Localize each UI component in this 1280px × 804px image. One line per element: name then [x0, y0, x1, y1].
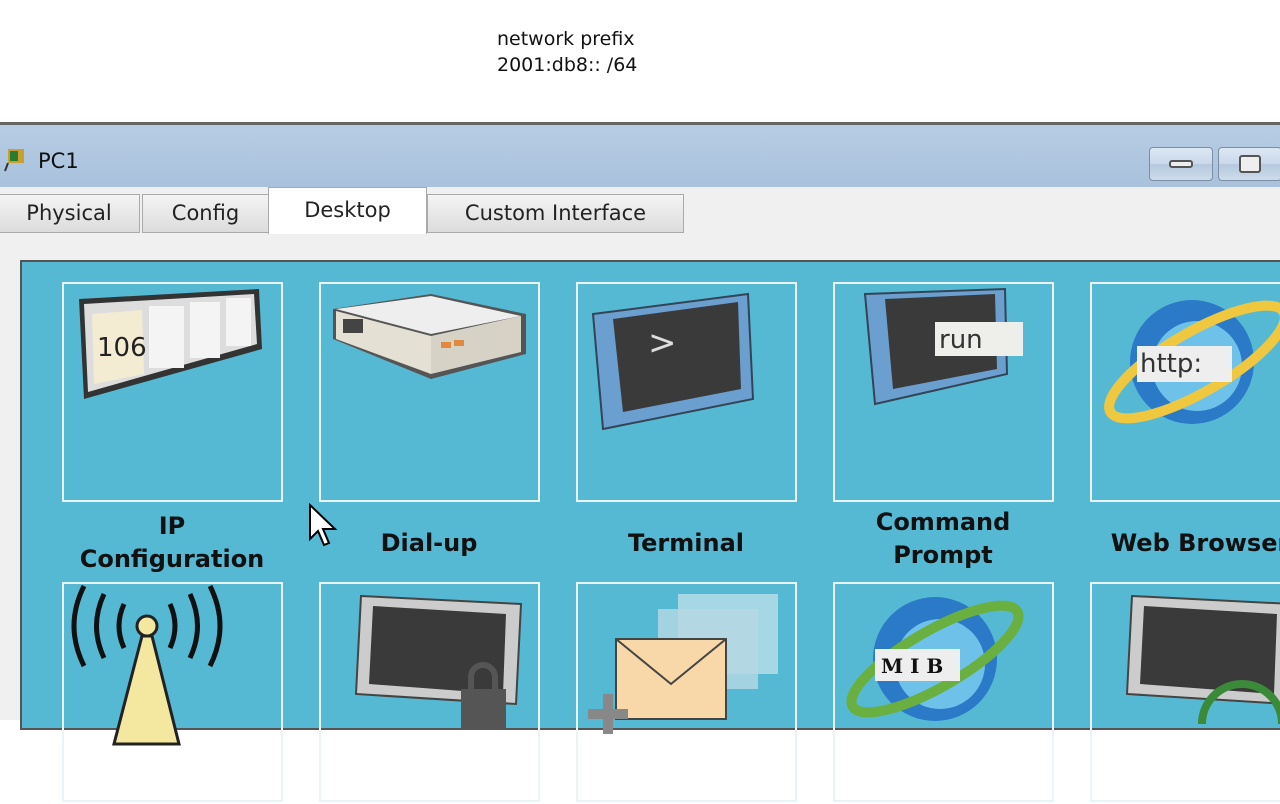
- annotation-line-2: 2001:db8:: /64: [497, 54, 638, 76]
- minimize-button[interactable]: [1149, 147, 1213, 181]
- svg-text:106: 106: [97, 333, 147, 363]
- mouse-cursor-icon: [309, 503, 338, 547]
- app-monitor-headset[interactable]: [1090, 582, 1280, 802]
- label-web-browser[interactable]: Web Browser: [1110, 529, 1280, 557]
- terminal-icon: >: [591, 292, 755, 431]
- label-ip-configuration[interactable]: IP Configuration: [79, 512, 265, 573]
- label-terminal[interactable]: Terminal: [627, 529, 745, 557]
- web-browser-icon: http:: [1104, 300, 1280, 424]
- app-mib-browser[interactable]: M I B: [833, 582, 1054, 802]
- app-command-prompt[interactable]: run: [833, 282, 1054, 502]
- annotation-text: network prefix 2001:db8:: /64: [497, 26, 637, 78]
- pc1-window: PC1 Physical Config Desktop Custom Inter…: [0, 122, 1280, 802]
- tab-config[interactable]: Config: [142, 194, 269, 233]
- monitor-headset-icon: [1125, 594, 1280, 725]
- tab-bar: Physical Config Desktop Custom Interface: [0, 187, 1280, 234]
- desktop-panel: 106 > run http: IP Configuration Dial-up…: [20, 260, 1280, 802]
- tab-custom-interface[interactable]: Custom Interface: [427, 194, 684, 233]
- label-dial-up[interactable]: Dial-up: [380, 529, 478, 557]
- app-dial-up[interactable]: [319, 282, 540, 502]
- app-wireless[interactable]: [62, 582, 283, 802]
- command-prompt-icon: run: [863, 287, 1023, 406]
- label-command-prompt[interactable]: Command Prompt: [875, 508, 1011, 569]
- svg-text:M I B: M I B: [881, 654, 943, 678]
- pc-app-icon: [4, 149, 24, 172]
- tab-physical[interactable]: Physical: [0, 194, 140, 233]
- app-vpn[interactable]: [319, 582, 540, 802]
- svg-text:>: >: [648, 323, 677, 363]
- app-email[interactable]: [576, 582, 797, 802]
- minimize-icon: [1169, 160, 1193, 168]
- maximize-icon: [1239, 155, 1261, 173]
- email-icon: [588, 594, 778, 734]
- app-ip-configuration[interactable]: 106: [62, 282, 283, 502]
- maximize-button[interactable]: [1218, 147, 1280, 181]
- annotation-line-1: network prefix: [497, 28, 635, 50]
- title-bar[interactable]: PC1: [0, 125, 1280, 187]
- modem-icon: [333, 294, 526, 379]
- tab-desktop[interactable]: Desktop: [268, 187, 427, 234]
- window-title: PC1: [38, 149, 79, 173]
- wireless-icon: [71, 584, 223, 746]
- vpn-icon: [354, 594, 523, 729]
- svg-text:http:: http:: [1140, 349, 1202, 379]
- ip-config-icon: 106: [79, 289, 262, 399]
- svg-text:run: run: [939, 325, 983, 355]
- app-web-browser[interactable]: http:: [1090, 282, 1280, 502]
- mib-browser-icon: M I B: [846, 597, 1024, 721]
- app-terminal[interactable]: >: [576, 282, 797, 502]
